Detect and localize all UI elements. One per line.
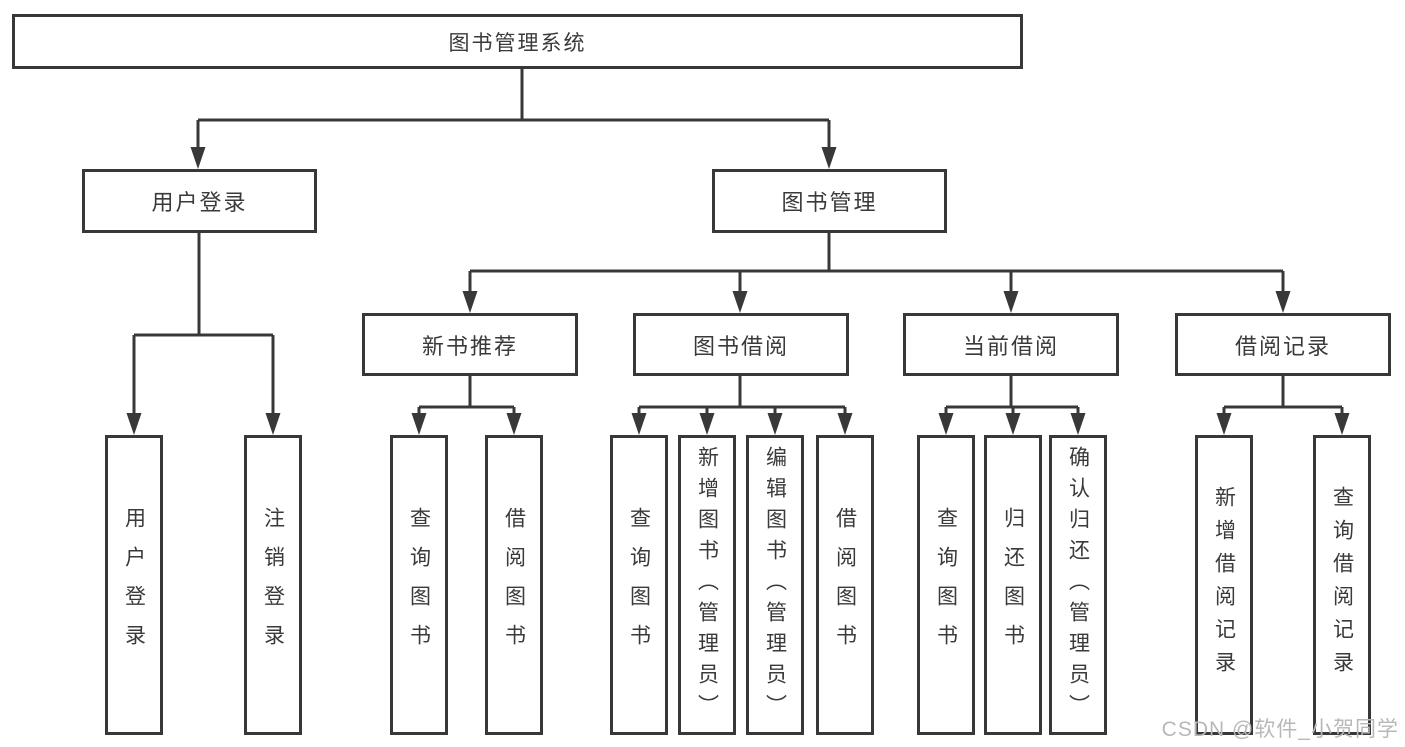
leaf-query-borrow-record: 查询借阅记录 — [1313, 435, 1371, 735]
leaf-edit-books-admin: 编辑图书（管理员） — [746, 435, 804, 735]
leaf-add-borrow-record-label: 新增借阅记录 — [1212, 486, 1236, 684]
book-management-connector — [462, 233, 1291, 313]
leaf-user-login-label: 用户登录 — [122, 507, 146, 663]
borrow-records-connector — [1216, 376, 1350, 435]
leaf-query-books-recommend: 查询图书 — [390, 435, 448, 735]
leaf-borrow-books-label: 借阅图书 — [833, 507, 857, 663]
current-borrow-connector — [938, 376, 1086, 435]
csdn-watermark: CSDN @软件_小贺同学 — [1161, 718, 1399, 741]
leaf-query-books-borrow: 查询图书 — [610, 435, 668, 735]
leaf-logout-label: 注销登录 — [261, 507, 285, 663]
leaf-return-books-label: 归还图书 — [1001, 507, 1025, 663]
leaf-query-borrow-record-label: 查询借阅记录 — [1330, 486, 1354, 684]
root-connector — [190, 69, 837, 169]
leaf-confirm-return-admin: 确认归还（管理员） — [1049, 435, 1107, 735]
leaf-borrow-books: 借阅图书 — [816, 435, 874, 735]
leaf-return-books: 归还图书 — [984, 435, 1042, 735]
node-borrow-records: 借阅记录 — [1175, 313, 1391, 376]
node-new-book-recommend: 新书推荐 — [362, 313, 578, 376]
book-borrow-connector — [631, 376, 853, 435]
leaf-borrow-books-recommend: 借阅图书 — [485, 435, 543, 735]
leaf-query-books-current: 查询图书 — [917, 435, 975, 735]
node-current-borrow: 当前借阅 — [903, 313, 1119, 376]
leaf-borrow-books-recommend-label: 借阅图书 — [502, 507, 526, 663]
leaf-user-login: 用户登录 — [105, 435, 163, 735]
node-library-management-system: 图书管理系统 — [12, 14, 1023, 69]
leaf-add-borrow-record: 新增借阅记录 — [1195, 435, 1253, 735]
leaf-query-books-current-label: 查询图书 — [934, 507, 958, 663]
node-book-management: 图书管理 — [712, 169, 947, 233]
new-books-connector — [411, 376, 522, 435]
leaf-query-books-borrow-label: 查询图书 — [627, 507, 651, 663]
node-user-login: 用户登录 — [82, 169, 317, 233]
node-book-borrow: 图书借阅 — [633, 313, 849, 376]
leaf-add-books-admin: 新增图书（管理员） — [678, 435, 736, 735]
leaf-edit-books-admin-label: 编辑图书（管理员） — [763, 445, 787, 725]
user-login-connector — [126, 233, 281, 435]
leaf-add-books-admin-label: 新增图书（管理员） — [695, 445, 719, 725]
leaf-confirm-return-admin-label: 确认归还（管理员） — [1066, 445, 1090, 725]
leaf-logout: 注销登录 — [244, 435, 302, 735]
leaf-query-books-recommend-label: 查询图书 — [407, 507, 431, 663]
